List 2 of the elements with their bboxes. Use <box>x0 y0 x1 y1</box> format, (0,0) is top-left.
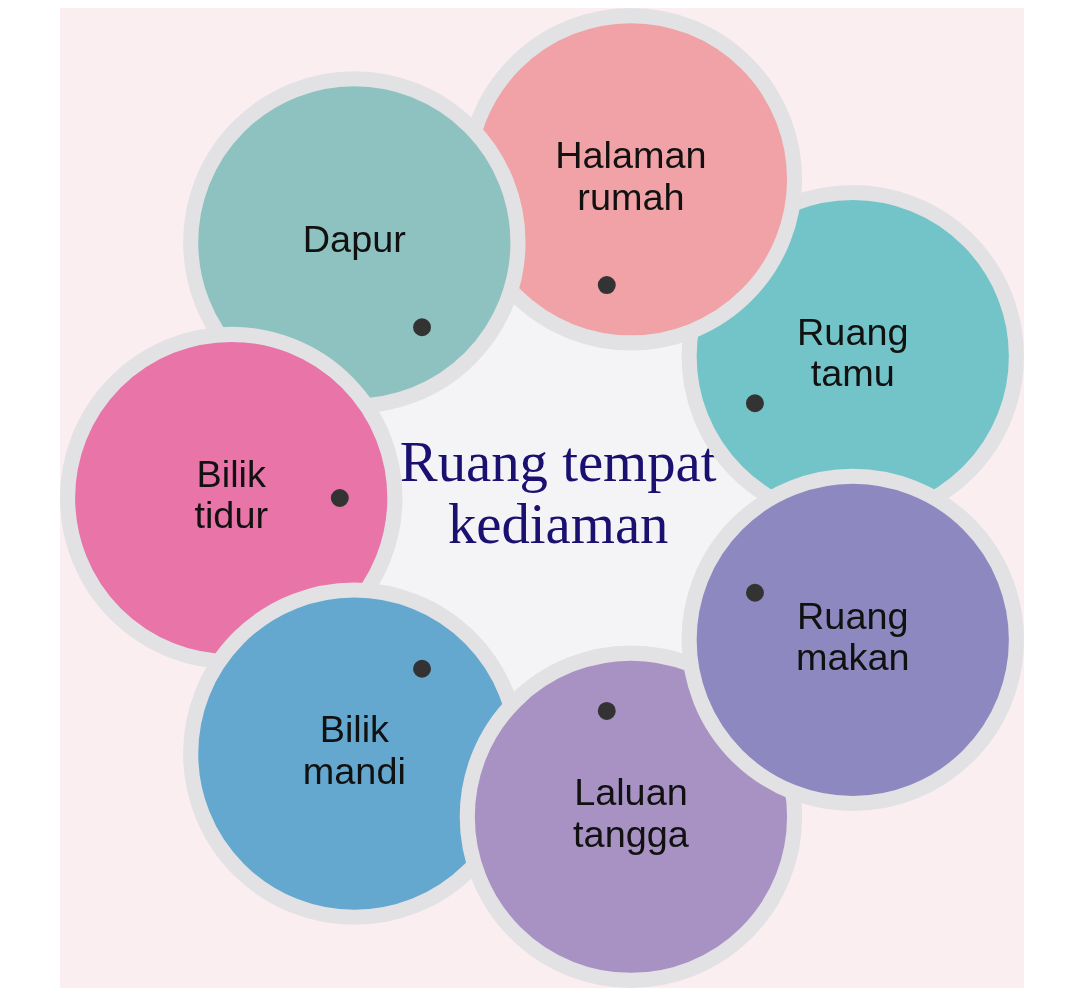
node-circle: Bilik tidur <box>59 326 402 670</box>
node-circle: Dapur <box>182 71 526 414</box>
